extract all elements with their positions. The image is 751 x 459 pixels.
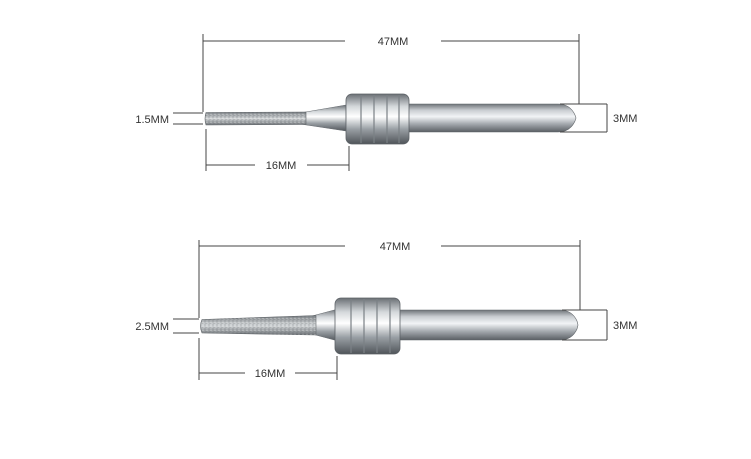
drill-bit-figure-2: 47MM 2.5MM 3MM <box>135 240 637 380</box>
shank <box>395 309 579 341</box>
shank-diameter-dimension: 3MM <box>562 309 637 341</box>
tip-diameter-label: 1.5MM <box>135 114 169 126</box>
tapered-neck <box>299 104 347 132</box>
shank-diameter-label: 3MM <box>613 113 637 125</box>
shank-diameter-label: 3MM <box>613 320 637 332</box>
drill-bit-figure-1: 47MM 1.5MM 3MM <box>135 34 637 172</box>
drill-bit-1 <box>204 93 577 145</box>
working-length-dimension: 16MM <box>205 129 350 172</box>
drill-bit-2 <box>200 297 579 355</box>
tip-diameter-dimension: 1.5MM <box>135 112 203 126</box>
working-length-label: 16MM <box>255 368 286 380</box>
overall-length-dimension: 47MM <box>198 240 581 318</box>
working-length-label: 16MM <box>266 160 297 172</box>
overall-length-dimension: 47MM <box>202 34 580 112</box>
tip-diameter-dimension: 2.5MM <box>135 318 199 334</box>
overall-length-label: 47MM <box>378 36 409 48</box>
overall-length-label: 47MM <box>380 241 411 253</box>
tip-diameter-label: 2.5MM <box>135 321 169 333</box>
shank-diameter-dimension: 3MM <box>560 103 637 133</box>
working-length-dimension: 16MM <box>198 338 338 380</box>
shank <box>404 103 577 133</box>
collar <box>345 93 410 145</box>
